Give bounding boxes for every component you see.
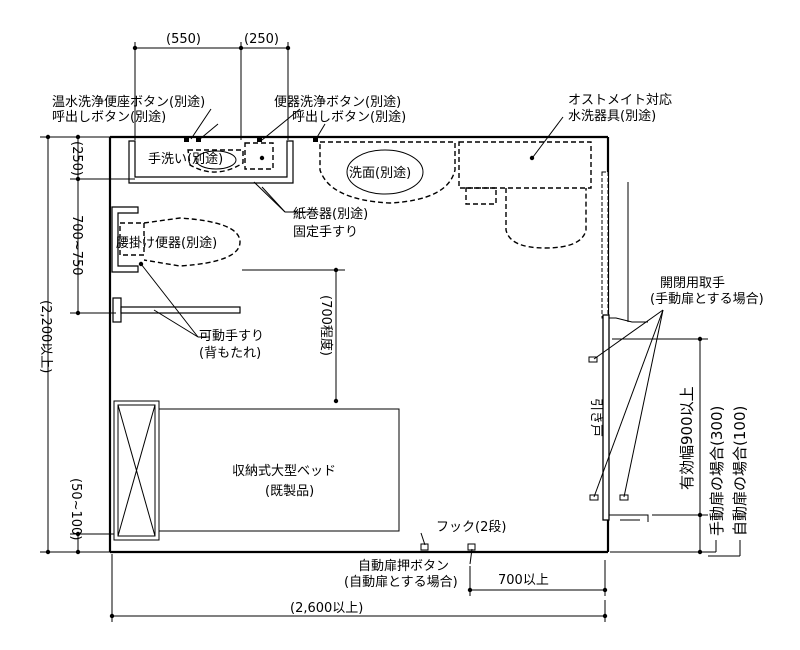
about-700-label: (700程度) (318, 295, 334, 356)
bed-label-line2: (既製品) (265, 484, 314, 499)
folding-bed: 収納式大型ベッド (既製品) (113, 400, 400, 541)
hand-wash-sink: 手洗い(別途) (148, 149, 244, 173)
door-handle-label-line1: 開閉用取手 (660, 276, 725, 291)
fixed-handrail-label: 固定手すり (293, 225, 358, 240)
hook-label: フック(2段) (436, 520, 506, 535)
warm-toilet-button-label: 温水洗浄便座ボタン(別途) (52, 94, 205, 110)
toilet-label: 腰掛け便器(別途) (116, 235, 217, 251)
leader-lines (140, 108, 664, 565)
dimension-labels: (550) (250) (250) 700~750 (2,200以上) (50~… (38, 32, 549, 616)
auto-door-button-label-line1: 自動扉押ボタン (358, 558, 449, 574)
dim-top-250: (250) (244, 32, 279, 47)
auto-door-label: 自動扉の場合(100) (731, 406, 749, 536)
dim-top-550: (550) (166, 32, 201, 47)
toilet: 腰掛け便器(別途) (111, 206, 241, 273)
movable-handrail (112, 297, 241, 323)
ostomate-fixture (458, 141, 592, 249)
dim-left-250: (250) (69, 141, 84, 176)
auto-door-button-label-line2: (自動扉とする場合) (344, 574, 458, 590)
dim-left-50-100: (50~100) (68, 478, 83, 540)
ostomate-label-line2: 水洗器具(別途) (568, 108, 656, 124)
room-walls (108, 135, 649, 554)
sliding-door: 引き戸 (588, 171, 610, 521)
sliding-door-label: 引き戸 (588, 398, 603, 437)
wash-basin-label: 洗面(別途) (349, 165, 411, 181)
effective-width-label: 有効幅900以上 (678, 386, 696, 490)
fixed-handrail (128, 140, 294, 184)
call-button-right-label: 呼出しボタン(別途) (292, 109, 406, 125)
manual-door-label: 手動扉の場合(300) (708, 406, 726, 536)
paper-holder (244, 142, 274, 170)
call-button-left-label: 呼出しボタン(別途) (52, 109, 166, 125)
wash-basin: 洗面(別途) (319, 141, 456, 204)
dimension-lines (40, 42, 708, 622)
bed-label-line1: 収納式大型ベッド (232, 464, 336, 479)
flush-button-label: 便器洗浄ボタン(別途) (274, 94, 401, 110)
dim-left-700-750: 700~750 (69, 215, 84, 276)
dim-bottom-2600: (2,600以上) (290, 601, 363, 616)
dim-bottom-700: 700以上 (498, 573, 549, 588)
ostomate-label-line1: オストメイト対応 (568, 93, 672, 108)
hand-wash-label: 手洗い(別途) (148, 151, 223, 167)
movable-rail-label-line1: 可動手すり (199, 329, 264, 344)
movable-rail-label-line2: (背もたれ) (199, 346, 261, 361)
annotation-labels: 温水洗浄便座ボタン(別途) 呼出しボタン(別途) 便器洗浄ボタン(別途) 呼出し… (52, 93, 764, 590)
dim-left-2200: (2,200以上) (38, 300, 53, 373)
paper-holder-label: 紙巻器(別途) (293, 206, 368, 222)
wall-devices (184, 137, 629, 551)
door-handle-label-line2: (手動扉とする場合) (650, 291, 764, 307)
